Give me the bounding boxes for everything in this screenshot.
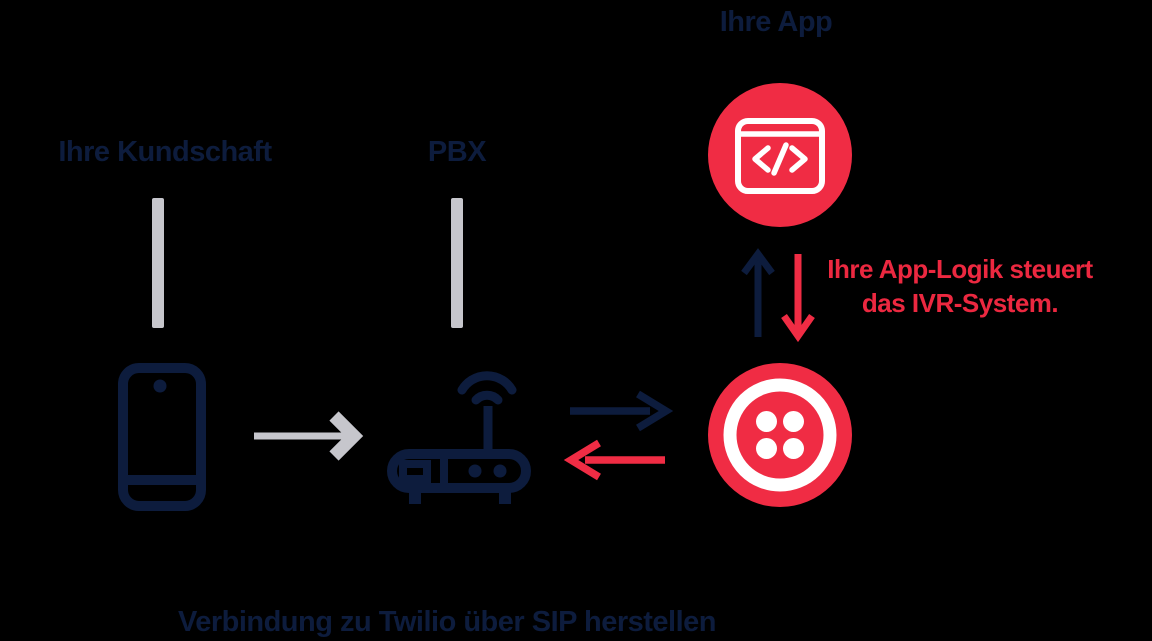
pbx-label: PBX — [427, 136, 487, 168]
pbx-router-icon — [383, 364, 533, 508]
app-logic-annotation: Ihre App-Logik steuert das IVR-System. — [810, 252, 1110, 320]
app-to-twilio-arrow — [781, 254, 815, 343]
twilio-logo-icon — [708, 363, 852, 507]
app-twilio-arrows — [733, 247, 825, 343]
app-logic-annotation-line2: das IVR-System. — [861, 288, 1059, 318]
pbx-to-twilio-arrow — [563, 390, 674, 432]
customers-label: Ihre Kundschaft — [58, 136, 272, 168]
twilio-to-app-arrow — [741, 248, 775, 337]
app-badge — [708, 83, 852, 227]
pbx-connector-line — [451, 198, 463, 328]
sip-caption: Verbindung zu Twilio über SIP herstellen — [177, 606, 717, 638]
code-window-icon — [708, 83, 852, 227]
twilio-to-pbx-arrow — [563, 439, 673, 482]
twilio-badge — [708, 363, 852, 507]
app-logic-annotation-line1: Ihre App-Logik steuert — [827, 254, 1093, 284]
app-title-label: Ihre App — [719, 6, 833, 38]
phone-to-pbx-arrow — [250, 411, 368, 461]
smartphone-icon — [115, 361, 209, 513]
customers-connector-line — [152, 198, 164, 328]
